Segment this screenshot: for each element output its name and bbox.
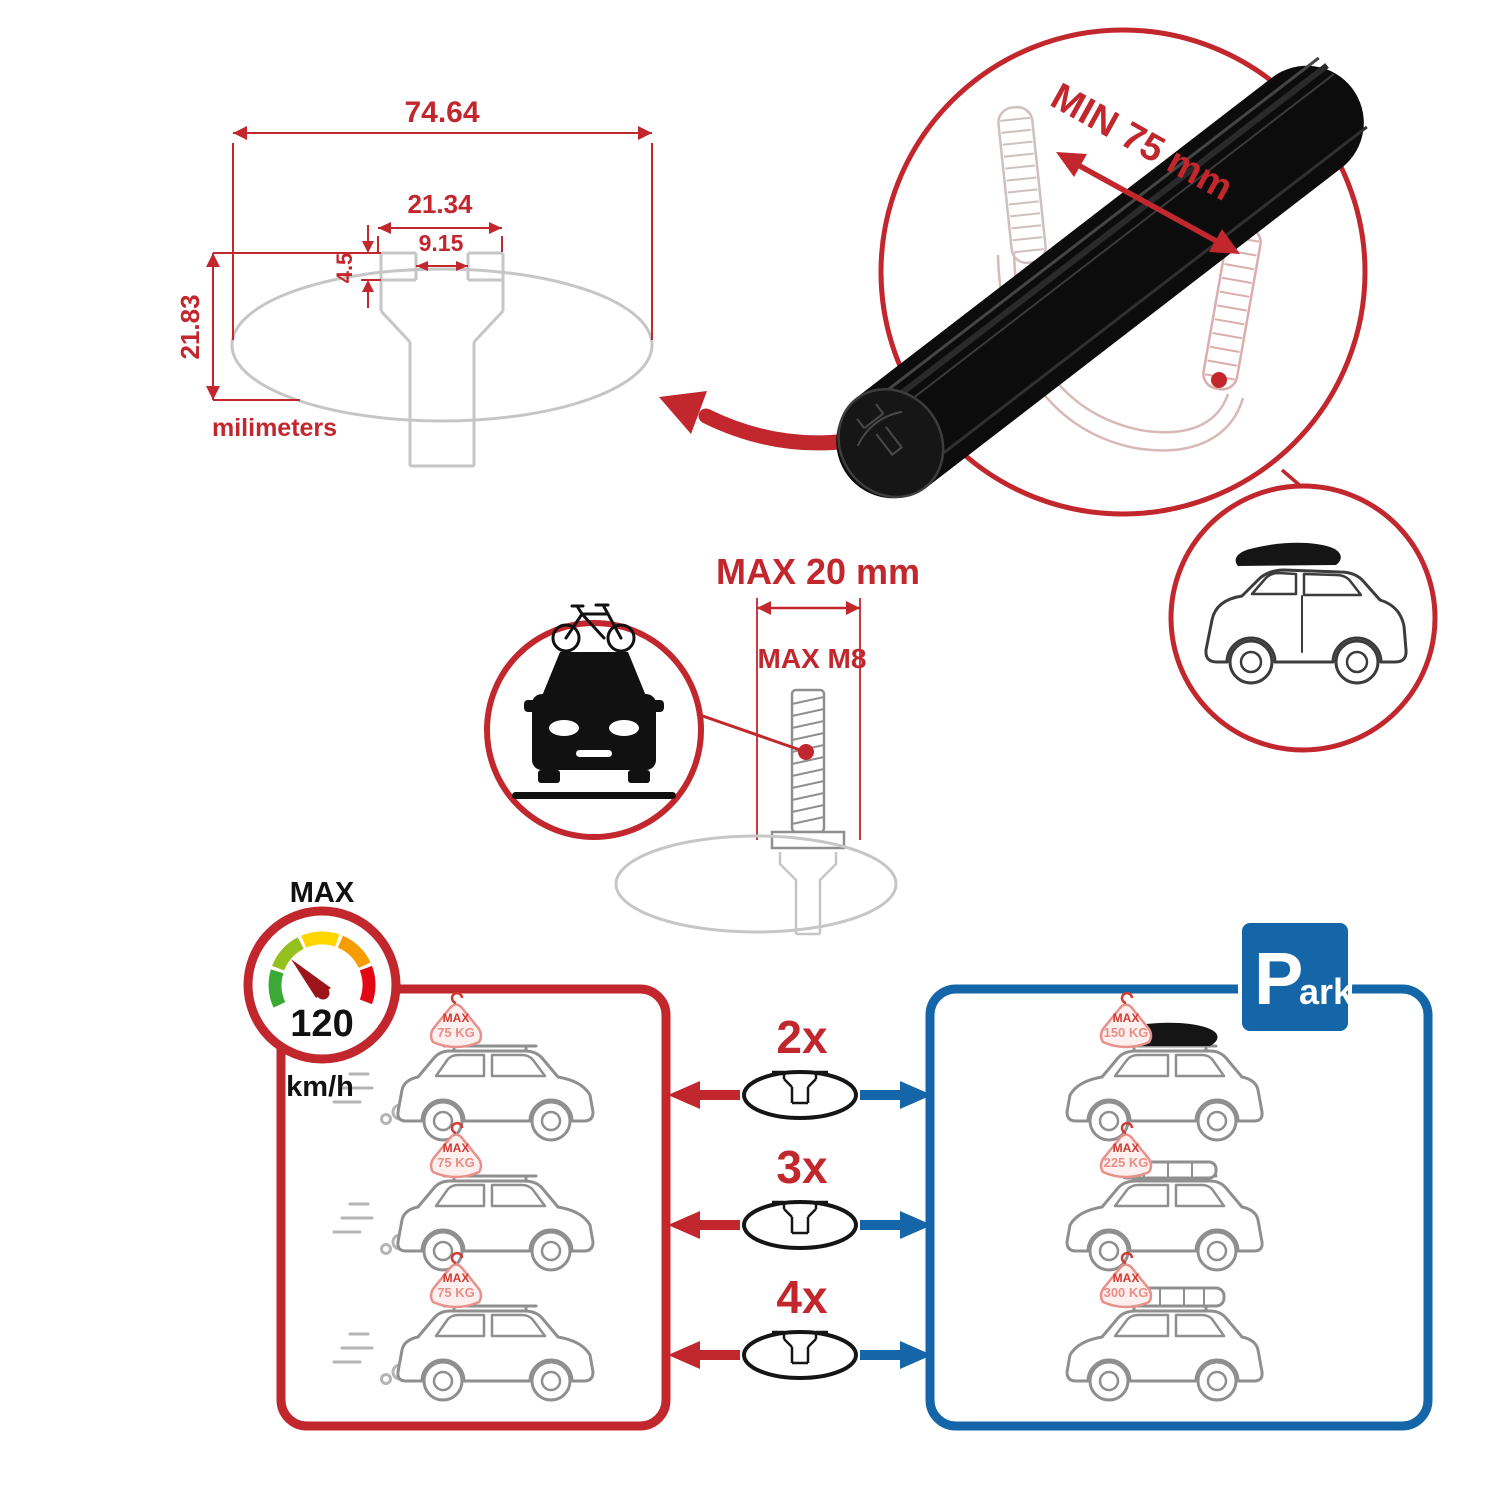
speed-max-label: MAX [290, 877, 355, 909]
badge-max-label: MAX [443, 1011, 470, 1025]
bar-count-label-1: 2x [776, 1011, 828, 1063]
crossbar-section-icon-2 [742, 1200, 858, 1250]
bolt-diagram: MAX 20 mm MAX M8 [484, 551, 920, 936]
park-sign: P ark [1238, 919, 1354, 1035]
pointer-arrow [659, 391, 856, 451]
min-span-arrow [1056, 152, 1240, 254]
bolt-max-length-label: MAX 20 mm [716, 551, 920, 592]
dim-channel-width-label: 21.34 [407, 189, 473, 219]
bolt-leader-dot [798, 744, 814, 760]
badge-max-label: MAX [1113, 1141, 1140, 1155]
crossbar-section-profile-2 [772, 1200, 828, 1235]
bolt-dim-arrow [756, 598, 861, 840]
crossbar-3d [836, 56, 1368, 499]
speed-value: 120 [290, 1003, 353, 1045]
roofbox-suv [1204, 542, 1408, 685]
badge-value-label: 150 KG [1104, 1025, 1149, 1040]
bar-option-1: 2x [668, 1011, 932, 1120]
bar-option-3: 4x [668, 1271, 932, 1380]
crossbar-section-profile-3 [772, 1330, 828, 1365]
crossbar-section-icon-1 [742, 1070, 858, 1120]
gauge-arc-green [268, 969, 286, 1008]
badge-max-label: MAX [1113, 1271, 1140, 1285]
gauge-arc-orange [337, 935, 371, 969]
gauge-arc-red [359, 965, 376, 1005]
bolt-leader-line [696, 712, 807, 754]
dim-profile-height-label: 21.83 [175, 294, 205, 359]
clamp-left-rod [997, 105, 1047, 265]
dim-profile-height [206, 252, 381, 401]
detail-circle [878, 27, 1368, 517]
gauge-arc-yellow [301, 931, 340, 948]
suv-roof-box [1235, 542, 1341, 566]
red-arrowhead-1 [668, 1081, 700, 1109]
bar-option-2: 3x [668, 1141, 932, 1250]
badge-value-label: 75 KG [437, 1155, 475, 1170]
dim-total-width-label: 74.64 [404, 96, 479, 129]
park-sign-letter: P [1254, 937, 1303, 1020]
badge-value-label: 300 KG [1104, 1285, 1149, 1300]
blue-arrowhead-3 [900, 1341, 932, 1369]
blue-arrowhead-2 [900, 1211, 932, 1239]
bolt-mount-profile [778, 852, 838, 936]
crossbar-profile-outline [379, 251, 505, 468]
bicycle-icon [551, 603, 636, 653]
gauge-needle-pivot [316, 986, 330, 1000]
speed-gauge: MAX 120 km/h [243, 877, 401, 1103]
car-front-icon [512, 652, 676, 799]
dim-slot-width-label: 9.15 [419, 230, 464, 256]
badge-max-label: MAX [1113, 1011, 1140, 1025]
dimension-diagram: 74.64 21.34 9.15 4.5 21.83 milimeters [175, 96, 654, 468]
dim-lip-height-label: 4.5 [332, 253, 357, 284]
badge-value-label: 75 KG [437, 1285, 475, 1300]
badge-value-label: 225 KG [1104, 1155, 1149, 1170]
dim-channel-width [377, 222, 503, 252]
gauge-arc-lightgreen [272, 937, 304, 971]
red-arrowhead-3 [668, 1341, 700, 1369]
dim-slot-width [416, 261, 468, 271]
bolt [770, 688, 846, 850]
crossbar-detail: MIN 75 mm [836, 27, 1438, 753]
badge-value-label: 75 KG [437, 1025, 475, 1040]
bar-count-label-2: 3x [776, 1141, 828, 1193]
unit-label: milimeters [212, 414, 337, 442]
bar-count-label-3: 4x [776, 1271, 828, 1323]
badge-max-label: MAX [443, 1141, 470, 1155]
badge-max-label: MAX [443, 1271, 470, 1285]
profile-ellipse [230, 267, 654, 423]
dim-total-width [232, 126, 653, 340]
bolt-thread-label: MAX M8 [758, 643, 867, 674]
blue-arrowhead-1 [900, 1081, 932, 1109]
crossbar-section-profile-1 [772, 1070, 828, 1105]
red-arrowhead-2 [668, 1211, 700, 1239]
dim-lip-height [361, 225, 381, 308]
clamp-anchor-dot [1211, 372, 1227, 388]
crossbar-section-icon-3 [742, 1330, 858, 1380]
park-sign-text: ark [1299, 971, 1354, 1012]
bolt-mount-ellipse [614, 834, 898, 934]
speed-unit-label: km/h [286, 1071, 354, 1103]
